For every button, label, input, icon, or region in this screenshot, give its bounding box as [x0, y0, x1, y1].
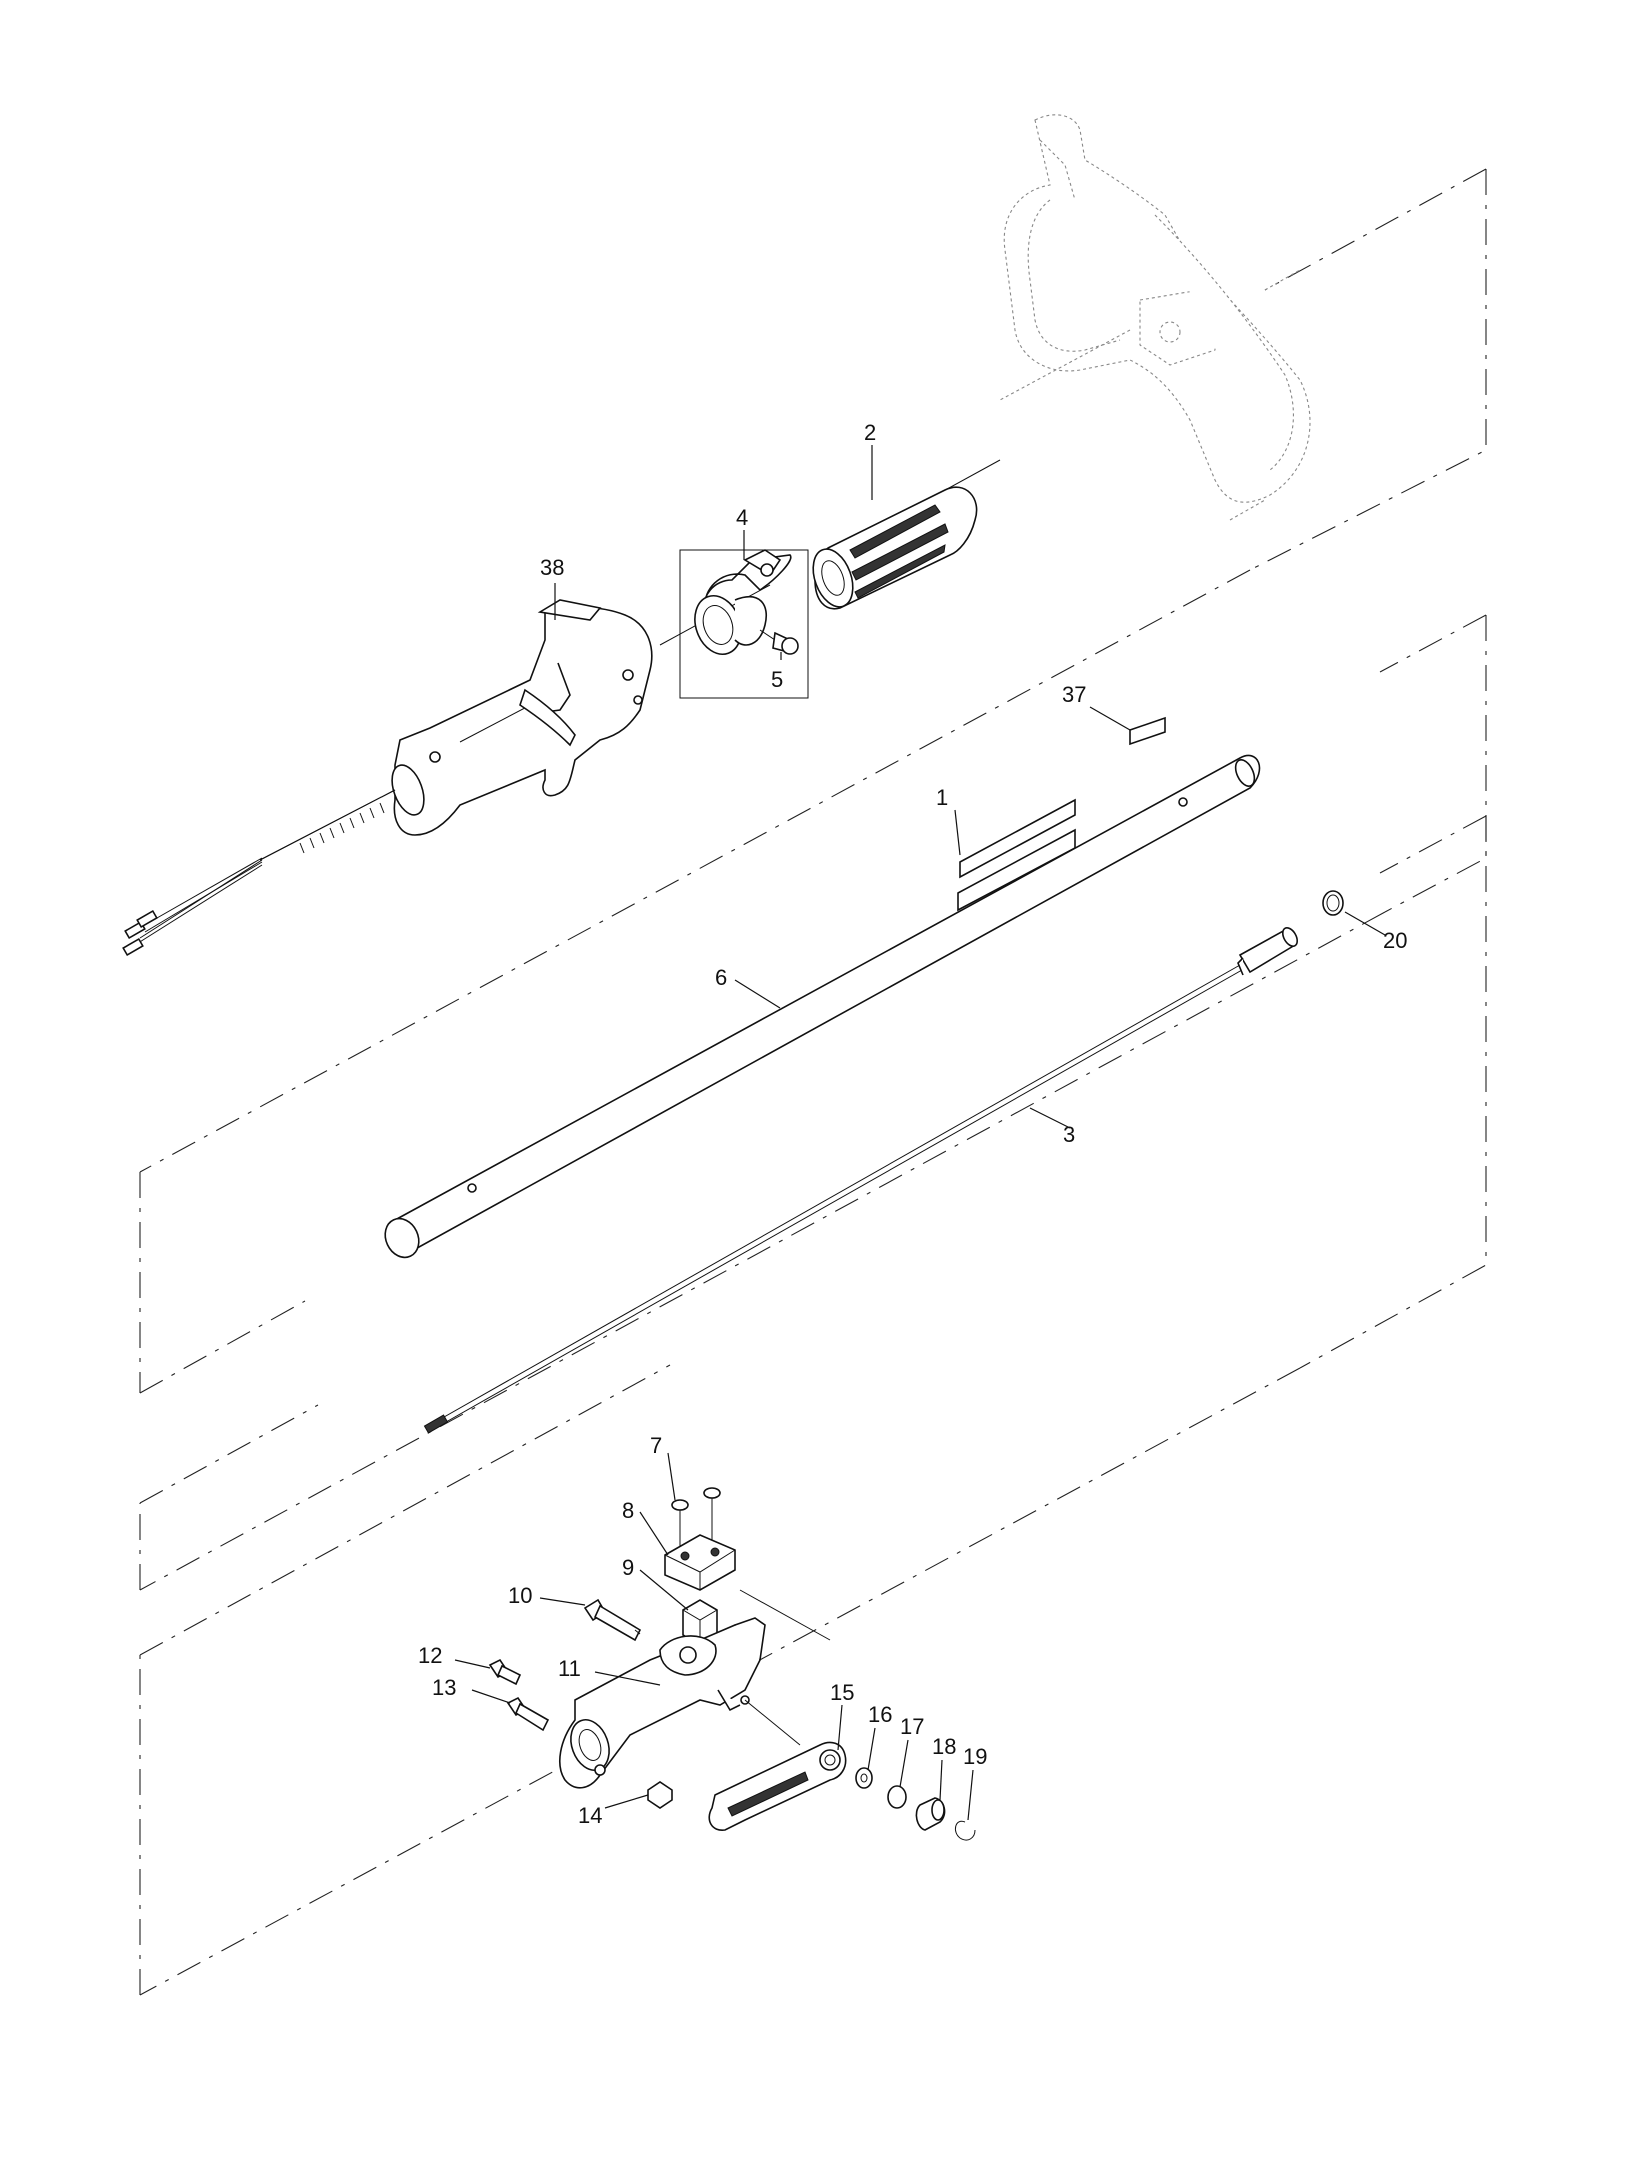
callout-7: 7	[650, 1433, 662, 1458]
part-37-label	[1129, 716, 1166, 746]
part-6-main-pipe	[384, 754, 1261, 1259]
cable-coil	[299, 802, 385, 854]
part-20-circlip	[1322, 890, 1344, 916]
part-12-bolt	[488, 1658, 522, 1686]
callout-2: 2	[864, 420, 876, 445]
part-9-nut	[682, 1599, 718, 1646]
callout-19: 19	[963, 1744, 987, 1769]
leader-lines	[454, 445, 1386, 1821]
callout-17: 17	[900, 1714, 924, 1739]
loop-handle-ghost	[999, 114, 1311, 503]
callout-4: 4	[736, 505, 748, 530]
callout-20: 20	[1383, 928, 1407, 953]
part-13-bolt	[506, 1696, 550, 1732]
part-15-lever	[708, 1741, 847, 1831]
callout-12: 12	[418, 1643, 442, 1668]
callout-6: 6	[715, 965, 727, 990]
part-38-throttle-housing	[391, 599, 653, 836]
callout-15: 15	[830, 1680, 854, 1705]
callout-37: 37	[1062, 682, 1086, 707]
part-1-label	[957, 798, 1076, 912]
callout-9: 9	[622, 1555, 634, 1580]
callout-13: 13	[432, 1675, 456, 1700]
part-19-circlip	[954, 1820, 976, 1841]
throttle-cable	[122, 789, 396, 957]
callout-1: 1	[936, 785, 948, 810]
part-10-bolt	[583, 1598, 642, 1642]
callout-10: 10	[508, 1583, 532, 1608]
part-11-joint-housing	[559, 1617, 801, 1789]
shaft-ghost-upper	[1229, 269, 1301, 521]
frame-upper	[139, 168, 1487, 1394]
callout-18: 18	[932, 1734, 956, 1759]
callout-14: 14	[578, 1803, 602, 1828]
callout-5: 5	[771, 667, 783, 692]
callout-8: 8	[622, 1498, 634, 1523]
part-5-screw	[759, 629, 799, 655]
callout-16: 16	[868, 1702, 892, 1727]
callout-3: 3	[1063, 1122, 1075, 1147]
part-14-nut	[647, 1781, 673, 1809]
callouts: 2 4 5 38 37 1 20 6 3 7 8 9 10 11 12 13 1…	[418, 420, 1407, 1828]
part-18-bushing	[915, 1797, 946, 1831]
callout-38: 38	[540, 555, 564, 580]
assembly-axis-shaft	[739, 1589, 831, 1641]
part-16-washer	[855, 1767, 873, 1789]
callout-11: 11	[558, 1656, 581, 1681]
frame-middle	[139, 614, 1487, 1591]
part-8-clamp-cap	[664, 1534, 736, 1591]
part-3-drive-shaft	[423, 927, 1299, 1434]
part-4-clamp	[679, 549, 809, 699]
part-17-ring	[887, 1785, 907, 1809]
part-2-grip	[812, 486, 978, 610]
